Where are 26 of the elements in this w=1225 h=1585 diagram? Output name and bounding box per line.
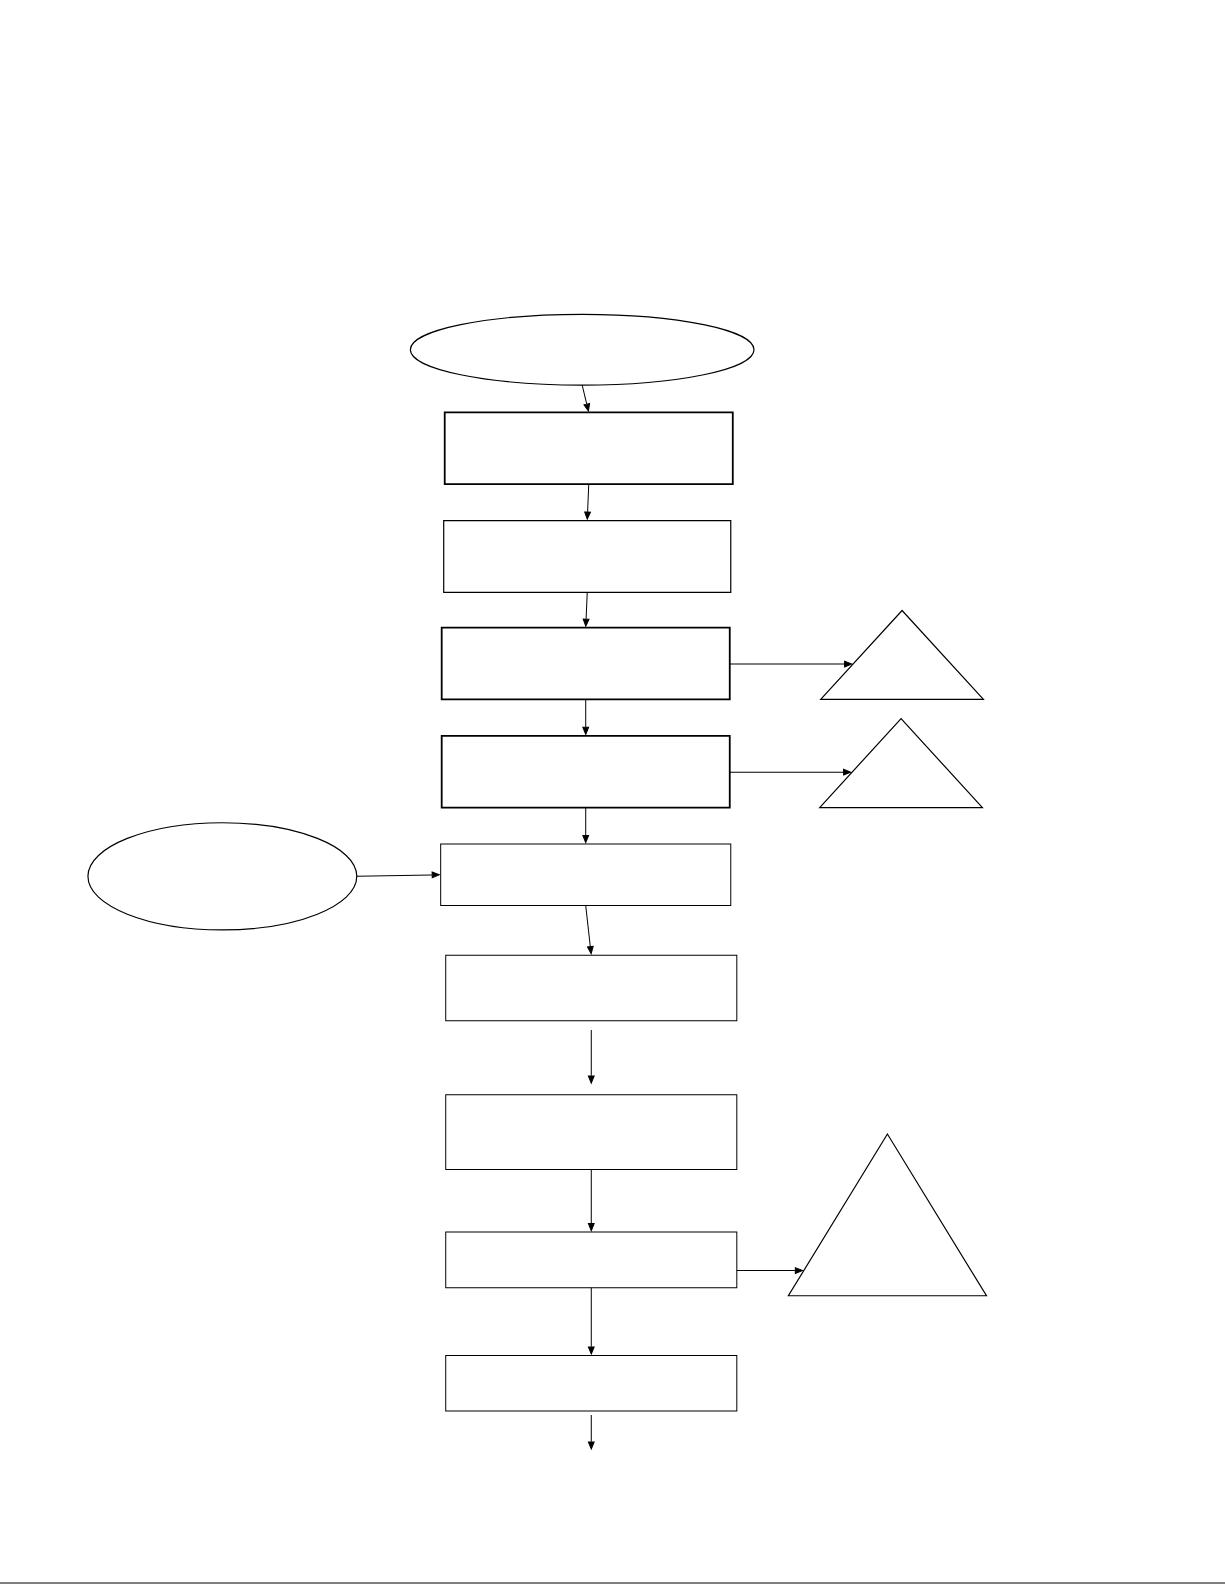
arrow xyxy=(584,483,591,520)
arrow xyxy=(582,591,590,627)
triangle xyxy=(819,609,985,701)
arrow xyxy=(356,871,440,879)
arrow xyxy=(729,660,853,668)
process-box xyxy=(440,843,732,907)
arrow xyxy=(581,384,591,412)
arrow xyxy=(587,1414,595,1450)
process-box xyxy=(443,411,734,486)
arrow xyxy=(736,1267,803,1274)
process-box xyxy=(443,519,732,593)
arrow xyxy=(587,1168,595,1232)
arrow xyxy=(582,807,590,844)
process-box xyxy=(440,626,731,701)
oval xyxy=(409,313,755,386)
arrow xyxy=(587,1287,595,1355)
process-box xyxy=(445,1094,738,1170)
oval xyxy=(87,822,358,931)
arrow xyxy=(587,1029,595,1084)
process-box xyxy=(445,954,738,1022)
arrow xyxy=(729,768,852,776)
process-box xyxy=(445,1231,738,1289)
arrow xyxy=(582,698,590,735)
arrow xyxy=(585,905,594,955)
process-box xyxy=(445,1354,738,1412)
process-box xyxy=(440,734,731,809)
